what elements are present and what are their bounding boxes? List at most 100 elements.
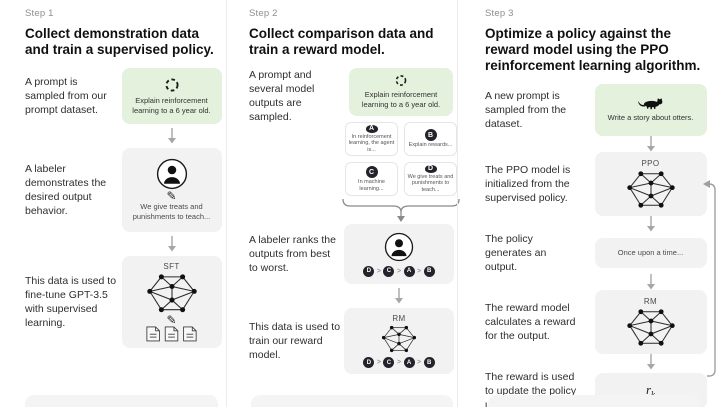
- step1-labeler-row: A labeler demonstrates the desired outpu…: [25, 148, 226, 232]
- rank-separator: >: [396, 267, 402, 275]
- step2-rm-caption: This data is used to train our reward mo…: [249, 321, 341, 361]
- arrow-row: [485, 216, 720, 232]
- neural-network-icon: [626, 309, 675, 346]
- rank-badge: D: [363, 265, 375, 277]
- rank-badge: A: [403, 357, 415, 368]
- step3-output-row: The policy generates an output. Once upo…: [485, 232, 720, 274]
- step2-column: Step 2 Collect comparison data and train…: [226, 0, 460, 407]
- arrow-wrap: [581, 136, 720, 152]
- prompt-text: Explain reinforcement learning to a 6 ye…: [132, 95, 211, 115]
- person-icon: [156, 158, 187, 190]
- step3-figure: A new prompt is sampled from the dataset…: [485, 84, 720, 407]
- letter-badge: D: [424, 165, 437, 173]
- step3-rm-row: The reward model calculates a reward for…: [485, 290, 720, 354]
- ranking-sequence: D > C > A > B: [363, 265, 435, 277]
- step2-rank-fig: D > C > A > B: [341, 224, 457, 284]
- dashed-circle-icon: [164, 77, 179, 92]
- step2-rank-caption: A labeler ranks the outputs from best to…: [249, 234, 336, 274]
- sft-box: SFT ✎: [121, 256, 222, 348]
- rank-badge: D: [363, 357, 375, 368]
- arrow-down-icon: [646, 274, 655, 290]
- neural-network-icon: [146, 274, 197, 313]
- ranking-sequence: D > C > A > B: [363, 357, 435, 368]
- output-card-text: Explain rewards...: [408, 142, 453, 149]
- step1-sft-fig: SFT ✎: [117, 256, 226, 348]
- sft-label: SFT: [163, 262, 180, 271]
- arrow-wrap: [117, 124, 226, 148]
- rank-badge: C: [383, 265, 395, 277]
- step3-ppo-row: The PPO model is initialized from the su…: [485, 152, 720, 216]
- arrow-wrap: [581, 274, 720, 290]
- prompt-box: Explain reinforcement learning to a 6 ye…: [349, 68, 453, 116]
- prompt-text: Explain reinforcement learning to a 6 ye…: [361, 90, 441, 109]
- step1-prompt-fig: Explain reinforcement learning to a 6 ye…: [117, 68, 226, 124]
- arrow-row: [485, 136, 720, 152]
- rm-label: RM: [643, 297, 658, 306]
- step3-prompt-caption: A new prompt is sampled from the dataset…: [485, 90, 567, 130]
- step1-column: Step 1 Collect demonstration data and tr…: [0, 0, 226, 407]
- cropped-box-top: [25, 395, 218, 407]
- arrow-row: [485, 354, 720, 370]
- arrow-wrap: [341, 284, 457, 308]
- step3-title: Optimize a policy against the reward mod…: [485, 26, 701, 73]
- step1-prompt-caption: A prompt is sampled from our prompt data…: [25, 76, 107, 116]
- labeler-box: ✎ We give treats and punishments to teac…: [121, 148, 222, 232]
- output-card-text: In reinforcement learning, the agent is.…: [348, 133, 395, 153]
- step2-title: Collect comparison data and train a rewa…: [249, 26, 434, 57]
- rank-separator: >: [376, 359, 381, 366]
- output-cards: A In reinforcement learning, the agent i…: [345, 122, 457, 196]
- pencil-icon: ✎: [166, 312, 177, 327]
- step1-labeler-fig: ✎ We give treats and punishments to teac…: [117, 148, 226, 232]
- ppo-label: PPO: [641, 159, 660, 168]
- neural-network-icon: [381, 325, 417, 353]
- step3-label: Step 3: [485, 8, 514, 19]
- prompt-text: Write a story about otters.: [607, 113, 694, 122]
- output-card-d: D We give treats and punishments to teac…: [404, 162, 457, 196]
- step3-ppo-fig: PPO: [581, 152, 720, 216]
- ppo-box: PPO: [594, 152, 707, 216]
- rank-separator: >: [417, 359, 422, 366]
- rm-label: RM: [392, 314, 406, 323]
- dashed-circle-icon: [395, 75, 407, 86]
- rank-badge: C: [383, 357, 395, 368]
- step1-labeler-caption: A labeler demonstrates the desired outpu…: [25, 163, 107, 217]
- letter-badge: A: [365, 125, 378, 133]
- step2-figure: A prompt and several model outputs are s…: [249, 68, 460, 374]
- arrow-row: [25, 232, 226, 256]
- output-text: Once upon a time...: [617, 248, 684, 257]
- output-box: Once upon a time...: [594, 238, 707, 268]
- step3-update-caption: The reward is used to update the policy …: [485, 371, 577, 407]
- arrow-down-icon: [395, 288, 403, 304]
- reward-symbol: rk: [645, 382, 655, 400]
- step3-column: Step 3 Optimize a policy against the rew…: [457, 0, 720, 407]
- output-card-text: In machine learning...: [358, 179, 385, 192]
- neural-network-icon: [626, 171, 675, 208]
- step2-sampling-row: A prompt and several model outputs are s…: [249, 68, 460, 224]
- arrow-row: [485, 274, 720, 290]
- step2-label: Step 2: [249, 8, 278, 19]
- step1-label: Step 1: [25, 8, 54, 19]
- step2-rm-fig: RM D > C >: [341, 308, 457, 374]
- step3-ppo-caption: The PPO model is initialized from the su…: [485, 164, 571, 204]
- output-card-a: A In reinforcement learning, the agent i…: [345, 122, 398, 156]
- arrow-down-icon: [167, 236, 176, 252]
- step2-rank-row: A labeler ranks the outputs from best to…: [249, 224, 457, 284]
- prompt-box: Explain reinforcement learning to a 6 ye…: [121, 68, 222, 124]
- step1-sft-caption: This data is used to fine-tune GPT-3.5 w…: [25, 275, 117, 329]
- output-card-c: C In machine learning...: [345, 162, 398, 196]
- arrow-down-icon: [167, 128, 176, 144]
- step3-prompt-row: A new prompt is sampled from the dataset…: [485, 84, 720, 136]
- rank-separator: >: [376, 267, 381, 275]
- brace-down-icon: [342, 198, 460, 222]
- pencil-icon: ✎: [166, 189, 177, 203]
- output-card-b: B Explain rewards...: [404, 122, 457, 156]
- arrow-down-icon: [646, 216, 655, 232]
- step2-sampling-fig: Explain reinforcement learning to a 6 ye…: [341, 68, 461, 224]
- prompt-box: Write a story about otters.: [594, 84, 707, 136]
- arrow-wrap: [581, 216, 720, 232]
- step2-prompt-caption: A prompt and several model outputs are s…: [249, 69, 315, 123]
- arrow-wrap: [117, 232, 226, 256]
- arrow-down-icon: [646, 136, 655, 152]
- reward-model-box: RM: [594, 290, 707, 354]
